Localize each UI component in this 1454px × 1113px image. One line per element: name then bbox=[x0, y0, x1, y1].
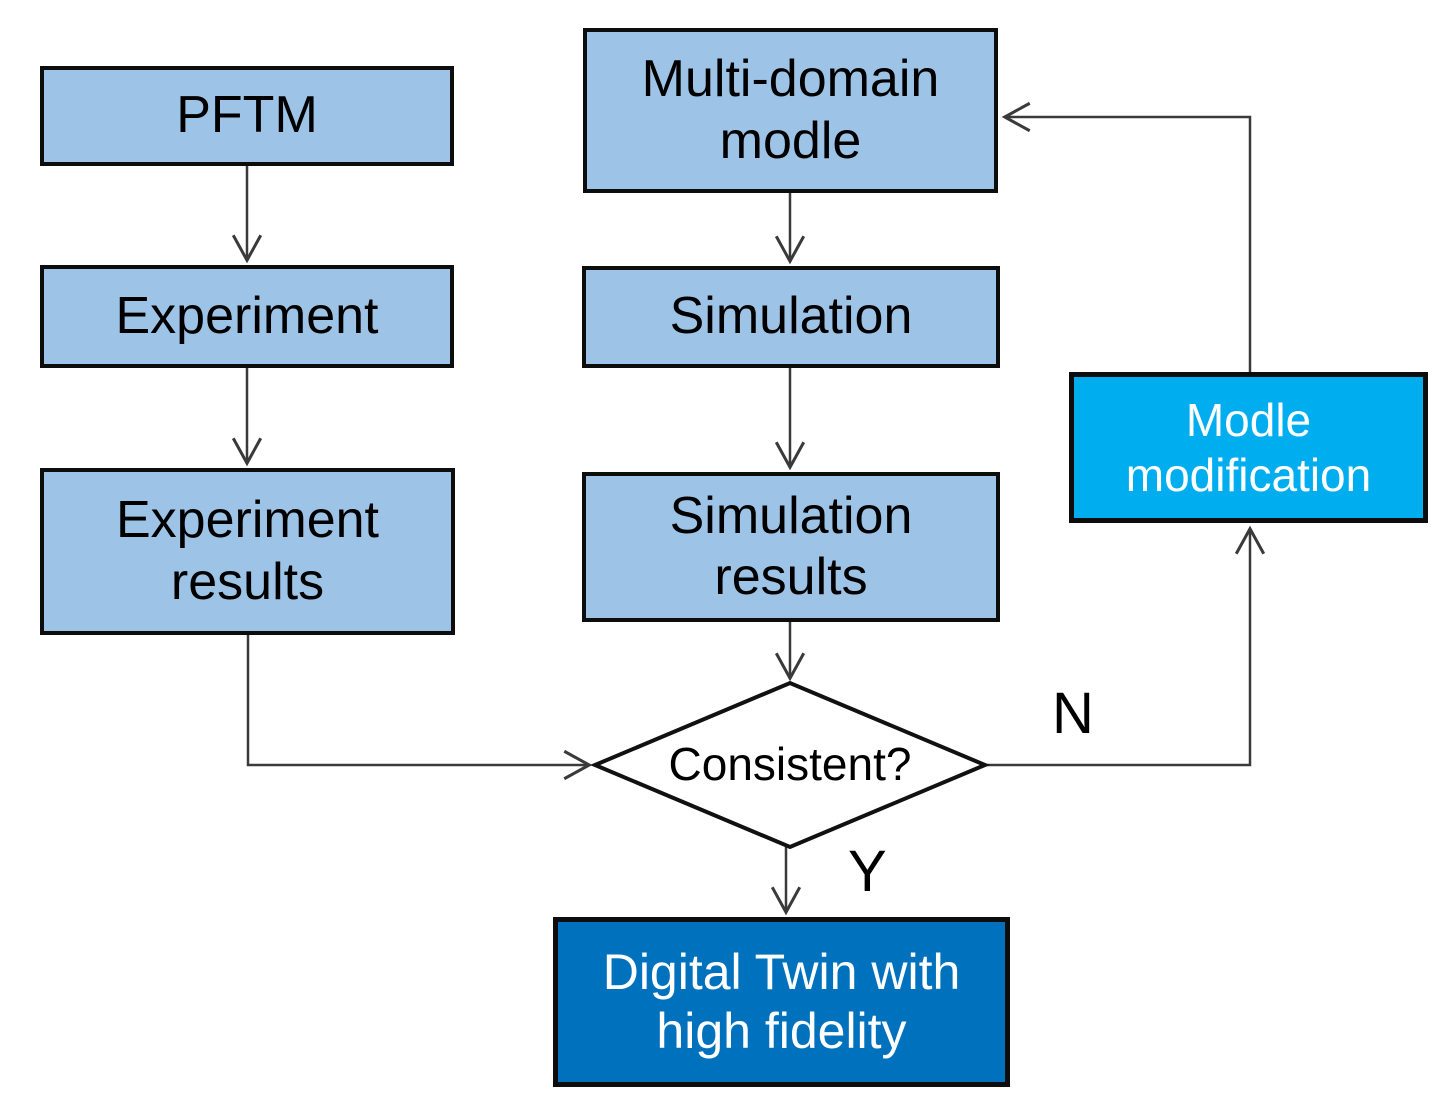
edge-decision-no-to-modification bbox=[985, 525, 1266, 767]
branch-label-yes: Y bbox=[848, 839, 887, 904]
decision-diamond-shape bbox=[589, 680, 991, 850]
node-experiment: Experiment bbox=[40, 265, 454, 368]
node-pftm: PFTM bbox=[40, 66, 454, 166]
node-multi-domain-model: Multi-domain modle bbox=[583, 28, 998, 193]
branch-label-no: N bbox=[1052, 681, 1094, 746]
node-digital-twin: Digital Twin with high fidelity bbox=[553, 917, 1010, 1087]
node-experiment-results: Experiment results bbox=[40, 468, 455, 635]
node-consistent-decision-label: Consistent? bbox=[668, 738, 912, 790]
edge-modification-to-model bbox=[1001, 101, 1252, 372]
node-simulation-results: Simulation results bbox=[582, 472, 1000, 622]
node-simulation: Simulation bbox=[582, 266, 1000, 368]
edge-experiment-results-to-decision bbox=[246, 635, 593, 781]
node-model-modification: Modle modification bbox=[1069, 372, 1428, 523]
